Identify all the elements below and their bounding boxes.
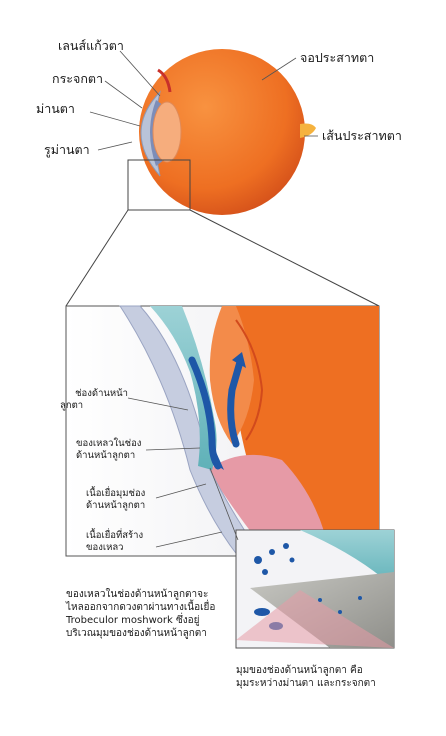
zoom-panel (66, 306, 379, 556)
eye-cross-section (139, 49, 316, 215)
label-lens: เลนส์แก้วตา (58, 38, 124, 53)
label-anterior-chamber: ช่องด้านหน้า ลูกตา (60, 388, 128, 412)
label-optic-nerve: เส้นประสาทตา (322, 128, 402, 143)
label-cornea: กระจกตา (52, 71, 103, 86)
label-aqueous: ของเหลวในช่อง ด้านหน้าลูกตา (76, 438, 141, 462)
label-retina: จอประสาทตา (300, 50, 374, 65)
label-trabecular: เนื้อเยื่อมุมช่อง ด้านหน้าลูกตา (86, 488, 145, 512)
caption-drainage: ของเหลวในช่องด้านหน้าลูกตาจะ ไหลออกจากดว… (66, 588, 215, 640)
label-iris: ม่านตา (36, 101, 75, 116)
label-ciliary: เนื้อเยื่อที่สร้าง ของเหลว (86, 530, 143, 554)
angle-inset (236, 530, 394, 648)
caption-angle: มุมของช่องด้านหน้าลูกตา คือ มุมระหว่างม่… (236, 664, 376, 690)
label-pupil: รูม่านตา (44, 142, 90, 157)
